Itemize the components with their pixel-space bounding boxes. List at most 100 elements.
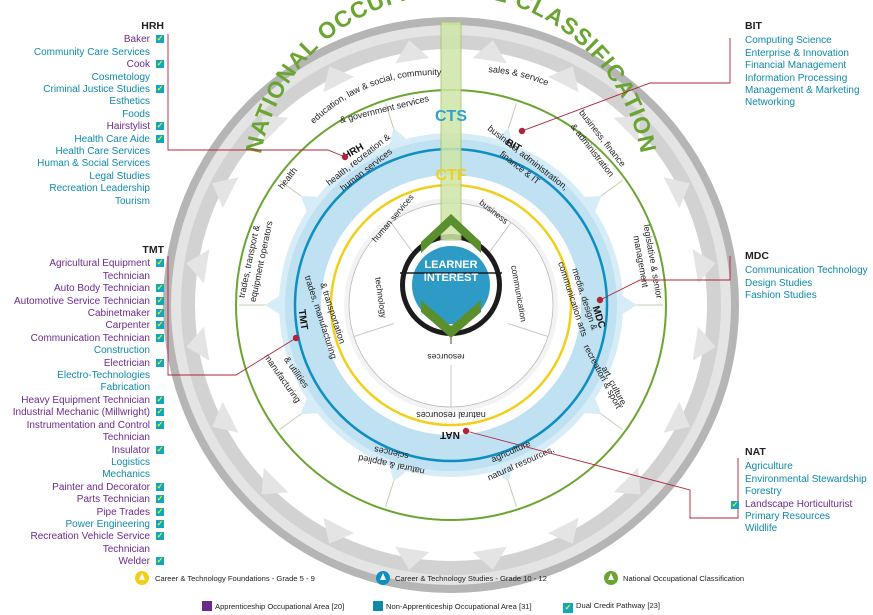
- list-item: Information Processing: [745, 73, 871, 85]
- list-item-label: Financial Management: [745, 60, 847, 72]
- list-item: Communication Technology: [745, 265, 871, 277]
- list-item-label: Power Engineering: [65, 518, 151, 530]
- panel-nat-title: NAT: [745, 446, 766, 458]
- list-item: Criminal Justice Studies✓: [0, 84, 164, 96]
- list-item-label: Communication Technology: [745, 265, 868, 277]
- cts-nat-label: natural resources: [416, 410, 486, 420]
- list-item: Human & Social Services: [0, 158, 164, 170]
- list-item: Heavy Equipment Technician ✓: [0, 395, 164, 407]
- list-item: Fabrication: [0, 382, 164, 394]
- check-icon: ✓: [156, 121, 164, 131]
- list-item: Automotive Service Technician✓: [0, 296, 164, 308]
- legend-nonap-text: Non-Apprenticeship Occupational Area [31…: [386, 602, 532, 611]
- list-item-label: Community Care Services: [33, 46, 150, 58]
- list-item: Health Care Aide✓: [0, 134, 164, 146]
- appr-swatch: [202, 601, 212, 611]
- list-item-label: Management & Marketing: [745, 85, 860, 97]
- list-item-label-2: Technician: [102, 270, 150, 282]
- panel-hrh-title: HRH: [141, 20, 164, 32]
- list-item-label: Agriculture: [745, 461, 793, 473]
- list-item: Painter and Decorator✓: [0, 482, 164, 494]
- list-item-label: Construction: [93, 345, 150, 357]
- chevron-up-icon: [421, 214, 481, 253]
- list-item-label: Recreation Leadership: [49, 183, 150, 195]
- list-item-label: Heavy Equipment Technician: [21, 394, 150, 406]
- list-item: Power Engineering✓: [0, 519, 164, 531]
- check-icon: ✓: [156, 394, 164, 404]
- list-item: Baker✓: [0, 34, 164, 46]
- list-item-label: Cabinetmaker: [87, 308, 150, 320]
- list-item-label: Auto Body Technician: [54, 283, 150, 295]
- list-item: Pipe Trades✓: [0, 507, 164, 519]
- check-icon: ✓: [156, 494, 164, 504]
- legend-cts-icon: [376, 571, 390, 585]
- check-icon: ✓: [156, 133, 164, 143]
- panel-bit-title: BIT: [745, 20, 762, 32]
- list-item-label: Recreation Vehicle Service: [30, 531, 150, 543]
- list-item: Tourism: [0, 196, 164, 208]
- legend-cts: Career & Technology Studies - Grade 10 -…: [395, 574, 547, 583]
- cts-ring-points: [265, 128, 637, 482]
- panel-tmt-title: TMT: [142, 244, 164, 256]
- list-item: Computing Science: [745, 35, 871, 47]
- list-item: ✓Landscape Horticulturist: [731, 499, 871, 511]
- list-item: Hairstylist ✓: [0, 121, 164, 133]
- list-item: Esthetics: [0, 96, 164, 108]
- check-icon: ✓: [156, 332, 164, 342]
- check-icon: ✓: [156, 506, 164, 516]
- list-item-label: Electro-Technologies: [57, 370, 150, 382]
- list-item-label: Mechanics: [102, 469, 150, 481]
- list-item-label: Hairstylist: [106, 121, 150, 133]
- legend-ctf: Career & Technology Foundations - Grade …: [155, 574, 315, 583]
- list-item: Enterprise & Innovation: [745, 48, 871, 60]
- list-item-label: Baker: [123, 34, 150, 46]
- list-item: Fashion Studies: [745, 290, 871, 302]
- check-icon: ✓: [156, 258, 164, 268]
- check-icon: ✓: [156, 295, 164, 305]
- list-item-label: Esthetics: [109, 96, 150, 108]
- list-item-label: Networking: [745, 97, 796, 109]
- legend-ctf-icon: [135, 571, 149, 585]
- list-item: Insulator ✓: [0, 445, 164, 457]
- legend-appr: Apprenticeship Occupational Area [20]: [202, 601, 344, 611]
- check-icon: ✓: [156, 481, 164, 491]
- list-item: Financial Management: [745, 60, 871, 72]
- list-item: Forestry: [745, 486, 871, 498]
- list-item: Cook✓: [0, 59, 164, 71]
- list-item-label: Health Care Services: [55, 146, 150, 158]
- list-item: Agriculture: [745, 461, 871, 473]
- list-item-label: Foods: [122, 108, 150, 120]
- check-icon: ✓: [563, 603, 573, 613]
- list-item-label: Cosmetology: [91, 71, 150, 83]
- list-item-label: Instrumentation and Control: [26, 419, 150, 431]
- list-item: Carpenter✓: [0, 320, 164, 332]
- list-item-label: Tourism: [114, 195, 150, 207]
- legend-noc: National Occupational Classification: [623, 574, 745, 583]
- check-icon: ✓: [156, 556, 164, 566]
- check-icon: ✓: [156, 444, 164, 454]
- list-item-label: Electrician: [103, 357, 150, 369]
- legend-dual: ✓Dual Credit Pathway [23]: [563, 601, 660, 613]
- list-item: Design Studies: [745, 278, 871, 290]
- check-icon: ✓: [156, 357, 164, 367]
- list-item: Communication Technician✓: [0, 333, 164, 345]
- check-icon: ✓: [156, 84, 164, 94]
- noc-ring-points: [186, 40, 716, 570]
- list-item-label: Cook: [126, 59, 150, 71]
- list-item: Auto Body Technician✓: [0, 283, 164, 295]
- check-icon: ✓: [156, 531, 164, 541]
- list-item: Electrician ✓: [0, 358, 164, 370]
- list-item-label: Landscape Horticulturist: [745, 498, 853, 510]
- list-item-label: Insulator: [111, 444, 150, 456]
- center-label-line1: LEARNER: [424, 259, 477, 271]
- list-item-label: Enterprise & Innovation: [745, 47, 849, 59]
